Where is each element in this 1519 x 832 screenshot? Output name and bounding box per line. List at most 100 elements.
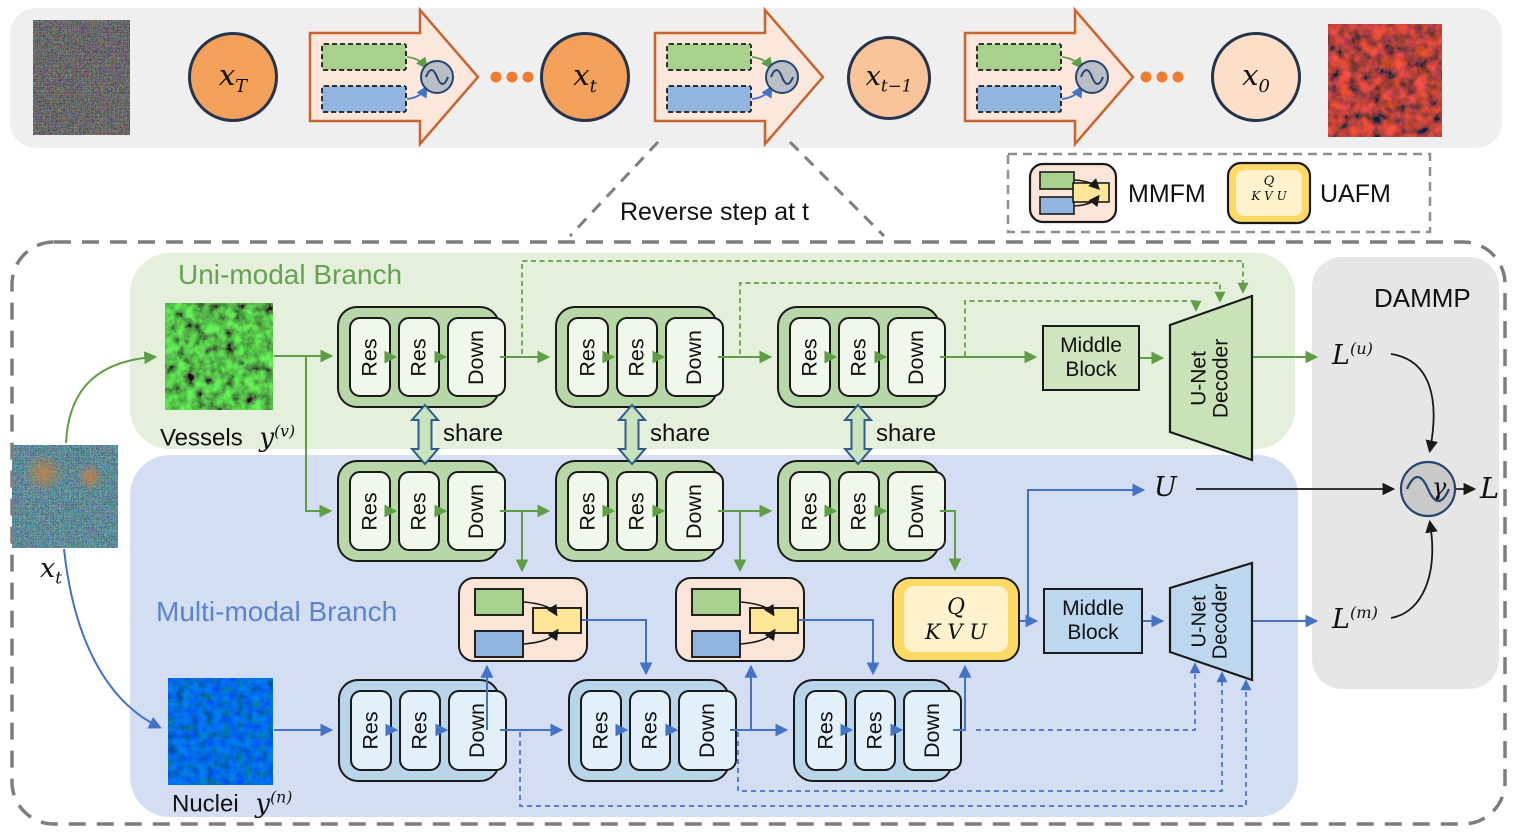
res-cell: Res bbox=[838, 317, 881, 397]
u-feature-label: U bbox=[1154, 472, 1177, 503]
multi-branch-title: Multi-modal Branch bbox=[156, 596, 398, 627]
encoder-block-shared-1: Res Res Down bbox=[337, 460, 507, 562]
legend-uafm-icon-text: Q K V U bbox=[1240, 174, 1298, 204]
nuclei-math-sup: (n) bbox=[270, 788, 293, 806]
vessels-math-sup: (v) bbox=[274, 422, 296, 440]
node-sub: t bbox=[589, 75, 597, 97]
loss-m-label: L(m) bbox=[1332, 603, 1378, 635]
res-cell: Res bbox=[349, 317, 392, 397]
encoder-block-multi-1: Res Res Down bbox=[338, 679, 508, 782]
uafm-inner-panel: Q K V U bbox=[904, 586, 1008, 652]
down-label: Down bbox=[464, 483, 489, 539]
res-label: Res bbox=[624, 337, 649, 377]
res-label: Res bbox=[813, 711, 838, 750]
encoder-block-multi-2: Res Res Down bbox=[568, 679, 738, 782]
share-label-1: share bbox=[443, 420, 504, 447]
noise-image-xT bbox=[33, 20, 130, 135]
res-label: Res bbox=[637, 711, 662, 750]
uafm-block: Q K V U bbox=[892, 577, 1020, 662]
res-cell: Res bbox=[805, 690, 848, 771]
encoder-block-shared-2: Res Res Down bbox=[555, 460, 725, 562]
dammp-title: DAMMP bbox=[1374, 283, 1471, 313]
node-sub: 0 bbox=[1258, 75, 1270, 97]
res-label: Res bbox=[407, 711, 432, 750]
middle-block-multi: Middle Block bbox=[1043, 588, 1143, 654]
res-label: Res bbox=[797, 337, 822, 377]
legend-uafm-q: Q bbox=[1263, 174, 1275, 189]
res-cell: Res bbox=[838, 471, 881, 551]
res-label: Res bbox=[357, 337, 382, 377]
legend-uafm-kvu: K V U bbox=[1251, 188, 1287, 203]
res-label: Res bbox=[406, 337, 431, 377]
res-cell: Res bbox=[616, 317, 659, 397]
encoder-block-uni-3: Res Res Down bbox=[777, 306, 947, 408]
xt-sub: t bbox=[55, 567, 62, 588]
down-label: Down bbox=[904, 329, 929, 385]
gamma-label: γ bbox=[1432, 473, 1447, 501]
res-cell: Res bbox=[789, 471, 832, 551]
node-label: x bbox=[218, 57, 236, 92]
node-label: x bbox=[1242, 57, 1259, 92]
middle-block-label: Middle Block bbox=[1060, 334, 1122, 381]
encoder-block-shared-3: Res Res Down bbox=[777, 460, 947, 562]
down-cell: Down bbox=[903, 690, 963, 771]
down-cell: Down bbox=[887, 471, 947, 551]
node-label: x bbox=[865, 60, 881, 92]
down-cell: Down bbox=[665, 317, 725, 397]
down-cell: Down bbox=[447, 317, 507, 397]
legend-mmfm-label: MMFM bbox=[1128, 180, 1206, 208]
encoder-block-uni-2: Res Res Down bbox=[555, 306, 725, 408]
loss-m-base: L bbox=[1332, 604, 1350, 635]
unet-decoder-multi-label: U-Net Decoder bbox=[1168, 563, 1254, 680]
res-cell: Res bbox=[350, 690, 393, 771]
uni-branch-title: Uni-modal Branch bbox=[178, 259, 403, 290]
node-sub: T bbox=[235, 75, 248, 97]
nuclei-word: Nuclei bbox=[172, 790, 239, 818]
res-label: Res bbox=[357, 491, 382, 531]
down-cell: Down bbox=[678, 690, 738, 771]
res-cell: Res bbox=[789, 317, 832, 397]
loss-u-base: L bbox=[1332, 340, 1350, 371]
res-cell: Res bbox=[398, 471, 441, 551]
res-label: Res bbox=[846, 337, 871, 377]
uafm-kvu-label: K V U bbox=[925, 619, 987, 644]
res-label: Res bbox=[624, 491, 649, 531]
xt-base: x bbox=[40, 553, 56, 584]
down-label: Down bbox=[682, 483, 707, 539]
res-cell: Res bbox=[567, 471, 610, 551]
down-cell: Down bbox=[447, 471, 507, 551]
node-sub: t−1 bbox=[880, 75, 913, 96]
down-cell: Down bbox=[887, 317, 947, 397]
down-label: Down bbox=[695, 703, 720, 758]
uafm-q-label: Q bbox=[946, 594, 966, 620]
vessels-image bbox=[165, 303, 273, 410]
nuclei-image bbox=[168, 678, 273, 785]
res-cell: Res bbox=[580, 690, 623, 771]
generated-image-x0 bbox=[1328, 24, 1442, 137]
res-cell: Res bbox=[399, 690, 442, 771]
res-label: Res bbox=[406, 491, 431, 531]
down-cell: Down bbox=[448, 690, 508, 771]
down-label: Down bbox=[682, 329, 707, 385]
xt-input-label: xt bbox=[40, 553, 62, 587]
share-label-3: share bbox=[876, 420, 937, 447]
middle-block-uni: Middle Block bbox=[1042, 325, 1140, 391]
res-label: Res bbox=[588, 711, 613, 750]
res-cell: Res bbox=[616, 471, 659, 551]
res-label: Res bbox=[797, 491, 822, 531]
mmfm-block-1 bbox=[458, 577, 588, 662]
node-xt-1: xt−1 bbox=[847, 36, 931, 120]
encoder-block-multi-3: Res Res Down bbox=[793, 679, 963, 782]
res-cell: Res bbox=[349, 471, 392, 551]
res-label: Res bbox=[862, 711, 887, 750]
noise-image-xt bbox=[12, 445, 118, 548]
down-cell: Down bbox=[665, 471, 725, 551]
vessels-word: Vessels bbox=[160, 424, 243, 452]
down-label: Down bbox=[904, 483, 929, 539]
res-label: Res bbox=[575, 337, 600, 377]
res-cell: Res bbox=[629, 690, 672, 771]
node-xt: xt bbox=[540, 32, 630, 122]
res-label: Res bbox=[846, 491, 871, 531]
loss-m-sup: (m) bbox=[1349, 603, 1378, 622]
unet-decoder-uni-label: U-Net Decoder bbox=[1168, 296, 1254, 460]
